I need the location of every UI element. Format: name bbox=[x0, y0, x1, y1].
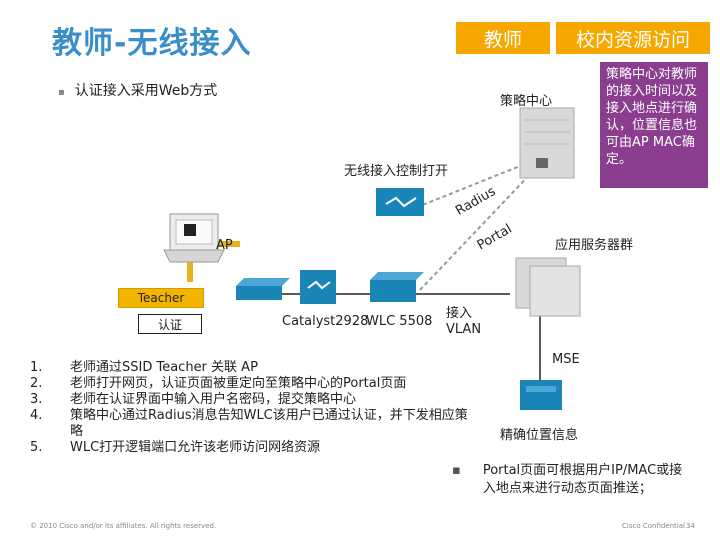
step-text: 老师通过SSID Teacher 关联 AP bbox=[70, 360, 470, 376]
policy-callout: 策略中心对教师的接入时间以及接入地点进行确认，位置信息也可由AP MAC确定。 bbox=[600, 62, 708, 188]
step-number: 2. bbox=[30, 376, 70, 392]
wlc-icon bbox=[300, 270, 336, 304]
app-servers-label: 应用服务器群 bbox=[555, 234, 633, 253]
access-vlan-label: 接入 VLAN bbox=[446, 306, 481, 338]
step-item: 4.策略中心通过Radius消息告知WLC该用户已通过认证，并下发相应策略 bbox=[30, 408, 470, 440]
mse-label: MSE bbox=[552, 352, 580, 367]
policy-server-icon bbox=[520, 108, 574, 178]
bullet-icon: ▪ bbox=[452, 463, 461, 478]
ap-label: AP bbox=[216, 238, 233, 253]
laptop-icon bbox=[164, 214, 224, 262]
wireless-control-label: 无线接入控制打开 bbox=[344, 160, 448, 179]
step-text: 老师打开网页，认证页面被重定向至策略中心的Portal页面 bbox=[70, 376, 470, 392]
step-text: 策略中心通过Radius消息告知WLC该用户已通过认证，并下发相应策略 bbox=[70, 408, 470, 440]
auth-button[interactable]: 认证 bbox=[138, 314, 202, 334]
wireless-controller-icon bbox=[376, 188, 424, 216]
page-number: 34 bbox=[686, 522, 695, 530]
step-number: 3. bbox=[30, 392, 70, 408]
location-label: 精确位置信息 bbox=[500, 424, 578, 443]
step-text: 老师在认证界面中输入用户名密码，提交策略中心 bbox=[70, 392, 470, 408]
core-switch-icon bbox=[370, 272, 424, 302]
steps-list: 1.老师通过SSID Teacher 关联 AP 2.老师打开网页，认证页面被重… bbox=[30, 360, 470, 456]
step-item: 5.WLC打开逻辑端口允许该老师访问网络资源 bbox=[30, 440, 470, 456]
policy-center-label: 策略中心 bbox=[500, 90, 552, 109]
mse-icon bbox=[520, 380, 562, 410]
step-item: 1.老师通过SSID Teacher 关联 AP bbox=[30, 360, 470, 376]
step-text: WLC打开逻辑端口允许该老师访问网络资源 bbox=[70, 440, 470, 456]
copyright: © 2010 Cisco and/or its affiliates. All … bbox=[30, 522, 216, 530]
catalyst-label: Catalyst2928 bbox=[282, 314, 368, 329]
step-item: 3.老师在认证界面中输入用户名密码，提交策略中心 bbox=[30, 392, 470, 408]
ssid-teacher-badge: Teacher bbox=[118, 288, 204, 308]
step-number: 1. bbox=[30, 360, 70, 376]
confidential: Cisco Confidential bbox=[622, 522, 685, 530]
app-server-group-icon bbox=[516, 258, 580, 316]
step-item: 2.老师打开网页，认证页面被重定向至策略中心的Portal页面 bbox=[30, 376, 470, 392]
bottom-bullet: ▪ Portal页面可根据用户IP/MAC或接入地点来进行动态页面推送； bbox=[452, 462, 693, 498]
catalyst-switch-icon bbox=[236, 278, 290, 300]
wlc-label: WLC 5508 bbox=[366, 314, 432, 329]
step-number: 4. bbox=[30, 408, 70, 440]
step-number: 5. bbox=[30, 440, 70, 456]
bottom-bullet-text: Portal页面可根据用户IP/MAC或接入地点来进行动态页面推送； bbox=[483, 462, 693, 498]
